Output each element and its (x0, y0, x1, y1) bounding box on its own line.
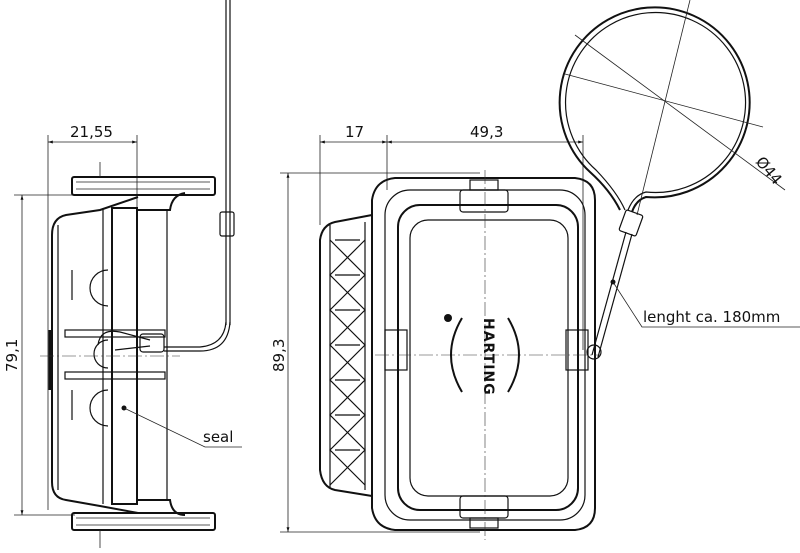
harting-logo: HARTING (444, 314, 520, 396)
dim-front-width-label: 49,3 (470, 123, 503, 141)
dim-side-width-label: 21,55 (70, 123, 113, 141)
dim-loop-diameter-label: Ø44 (752, 153, 786, 188)
hood-outline (371, 177, 596, 531)
svg-text:HARTING: HARTING (480, 318, 496, 396)
length-label: lenght ca. 180mm (643, 308, 780, 326)
dim-front-left-label: 17 (345, 123, 364, 141)
dimension-side-width: 21,55 (47, 123, 138, 510)
cable-loop: Ø44 (558, 0, 786, 360)
dim-front-height-label: 89,3 (270, 339, 288, 372)
top-flange (71, 176, 216, 196)
dimension-side-height: 79,1 (3, 194, 140, 516)
cover-outer (397, 204, 579, 511)
dim-side-height-label: 79,1 (3, 339, 21, 372)
locking-lever (319, 214, 373, 497)
side-view: 21,55 79,1 (3, 0, 242, 548)
seal-label: seal (203, 428, 233, 446)
front-view: 17 49,3 89,3 (270, 0, 800, 540)
dimension-front-height: 89,3 (270, 172, 480, 533)
bottom-flange (71, 512, 216, 531)
hood-body-outline (51, 196, 139, 514)
side-cable (164, 0, 235, 352)
